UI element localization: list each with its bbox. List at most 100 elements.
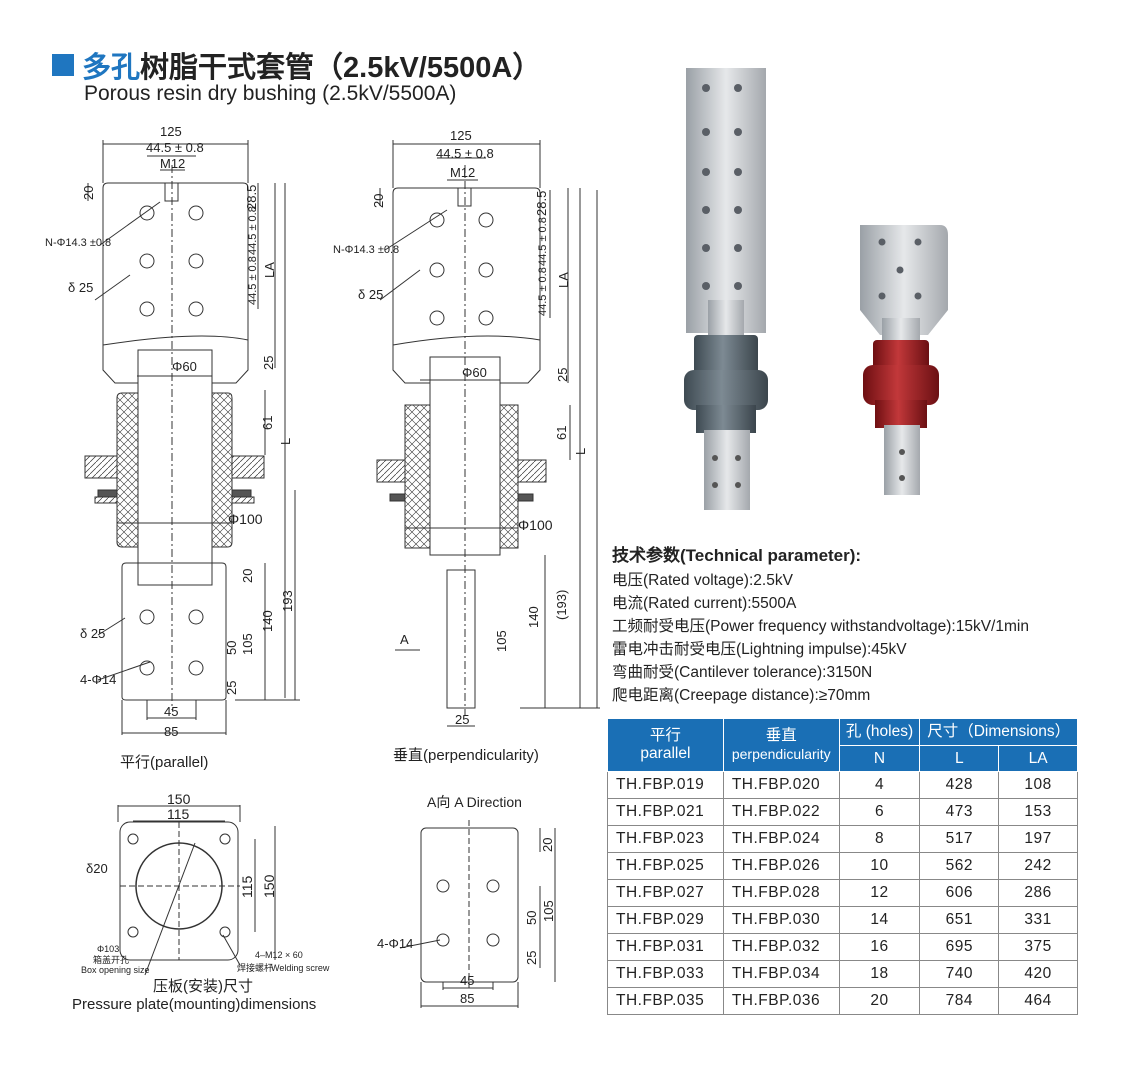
dim-label: δ 25 [68, 280, 93, 295]
dim-l: 606 [919, 879, 1000, 907]
title-highlight: 多孔 [82, 52, 141, 84]
param-cantilever: 弯曲耐受(Cantilever tolerance):3150N [612, 664, 873, 681]
parallel-model: TH.FBP.021 [607, 798, 724, 826]
perpendicular-caption: 垂直(perpendicularity) [393, 747, 539, 764]
dim-label: 115 [239, 875, 255, 898]
parallel-model: TH.FBP.025 [607, 852, 724, 880]
perp-dim-labels: 125 44.5 ± 0.8 M12 20 N-Φ14.3 ±0.8 δ 25 … [333, 128, 588, 764]
parallel-model: TH.FBP.035 [607, 987, 724, 1015]
dim-la: 420 [998, 960, 1078, 988]
holes-n: 10 [838, 852, 921, 880]
dim-l: 562 [919, 852, 1000, 880]
header-parallel-en: parallel [640, 745, 691, 762]
parallel-model: TH.FBP.019 [607, 771, 724, 799]
perp-model: TH.FBP.028 [722, 879, 840, 907]
dim-label: 61 [260, 416, 275, 430]
header-perp-cn: 垂直 [765, 727, 797, 744]
holes-n: 6 [838, 798, 921, 826]
a-direction-caption: A向 A Direction [427, 794, 522, 810]
dim-l: 695 [919, 933, 1000, 961]
dim-label: 箱盖开孔 [93, 954, 129, 965]
dim-label: 45 [460, 973, 474, 988]
dim-label: Φ103 [97, 944, 119, 954]
dim-label: LA [556, 272, 571, 288]
dim-la: 108 [998, 771, 1078, 799]
dim-label: 140 [526, 606, 541, 628]
dim-label: Φ100 [518, 517, 553, 533]
dim-la: 464 [998, 987, 1078, 1015]
dim-label: N-Φ14.3 ±0.8 [45, 237, 111, 249]
dim-label: 25 [455, 712, 469, 727]
dim-label: δ 25 [358, 287, 383, 302]
drawing-pressure-plate [117, 805, 276, 976]
dim-label: 4–M12 × 60 [255, 950, 303, 960]
header-n: N [838, 745, 921, 772]
dim-label: 25 [224, 681, 239, 695]
parallel-model: TH.FBP.027 [607, 879, 724, 907]
dim-label: 44.5 ± 0.8 [247, 206, 259, 255]
dim-label: 140 [260, 610, 275, 632]
holes-n: 14 [838, 906, 921, 934]
dim-label: 105 [541, 900, 556, 922]
dim-label: 61 [554, 426, 569, 440]
page-title: 多孔树脂干式套管（2.5kV/5500A） [52, 44, 541, 86]
drawing-parallel [84, 140, 300, 735]
dim-la: 375 [998, 933, 1078, 961]
technical-drawings: 125 44.5 ± 0.8 M12 20 N-Φ14.3 ±0.8 δ 25 … [45, 124, 600, 1013]
parallel-model: TH.FBP.029 [607, 906, 724, 934]
dim-label: 44.5 ± 0.8 [146, 140, 204, 155]
dim-label: δ20 [86, 861, 108, 876]
parallel-dim-labels: 125 44.5 ± 0.8 M12 20 N-Φ14.3 ±0.8 δ 25 … [45, 124, 295, 771]
dim-la: 153 [998, 798, 1078, 826]
parallel-model: TH.FBP.031 [607, 933, 724, 961]
page-subtitle: Porous resin dry bushing (2.5kV/5500A) [84, 82, 457, 105]
dim-label: Box opening size [81, 965, 150, 975]
dim-label: Welding screw [271, 963, 330, 973]
dim-label: 44.5 ± 0.8 [436, 146, 494, 161]
dim-label: 85 [164, 724, 178, 739]
dim-l: 517 [919, 825, 1000, 853]
plate-caption-cn: 压板(安装)尺寸 [153, 977, 253, 995]
dim-label: (193) [554, 590, 569, 620]
plate-caption-en: Pressure plate(mounting)dimensions [72, 996, 316, 1013]
dim-label: Φ60 [172, 359, 197, 374]
parallel-model: TH.FBP.023 [607, 825, 724, 853]
dim-label: 125 [450, 128, 472, 143]
dim-la: 286 [998, 879, 1078, 907]
dim-label: N-Φ14.3 ±0.8 [333, 244, 399, 256]
dim-label: 20 [540, 838, 555, 852]
holes-n: 18 [838, 960, 921, 988]
holes-n: 4 [838, 771, 921, 799]
dim-label: LA [262, 262, 277, 278]
dim-label: 150 [261, 874, 277, 898]
dim-label: L [278, 438, 293, 445]
dim-la: 197 [998, 825, 1078, 853]
dim-label: δ 25 [80, 626, 105, 641]
dim-label: M12 [160, 156, 185, 171]
dim-label: 50 [224, 641, 239, 655]
perp-model: TH.FBP.022 [722, 798, 840, 826]
product-photo [684, 68, 948, 510]
dim-label: 105 [494, 630, 509, 652]
perp-model: TH.FBP.024 [722, 825, 840, 853]
perp-model: TH.FBP.036 [722, 987, 840, 1015]
dim-label: 105 [240, 633, 255, 655]
dim-la: 242 [998, 852, 1078, 880]
dim-label: 25 [555, 368, 570, 382]
dim-label: 25 [524, 951, 539, 965]
header-holes: 孔 (holes) [838, 718, 921, 746]
dim-label: Φ60 [462, 365, 487, 380]
param-rated-voltage: 电压(Rated voltage):2.5kV [612, 572, 793, 589]
param-lightning-impulse: 雷电冲击耐受电压(Lightning impulse):45kV [612, 641, 907, 658]
dim-label: 45 [164, 704, 178, 719]
dim-label: 25 [261, 356, 276, 370]
dim-label: 44.5 ± 0.8 [537, 267, 549, 316]
header-l: L [919, 745, 1000, 772]
dim-label: Φ100 [228, 511, 263, 527]
holes-n: 12 [838, 879, 921, 907]
